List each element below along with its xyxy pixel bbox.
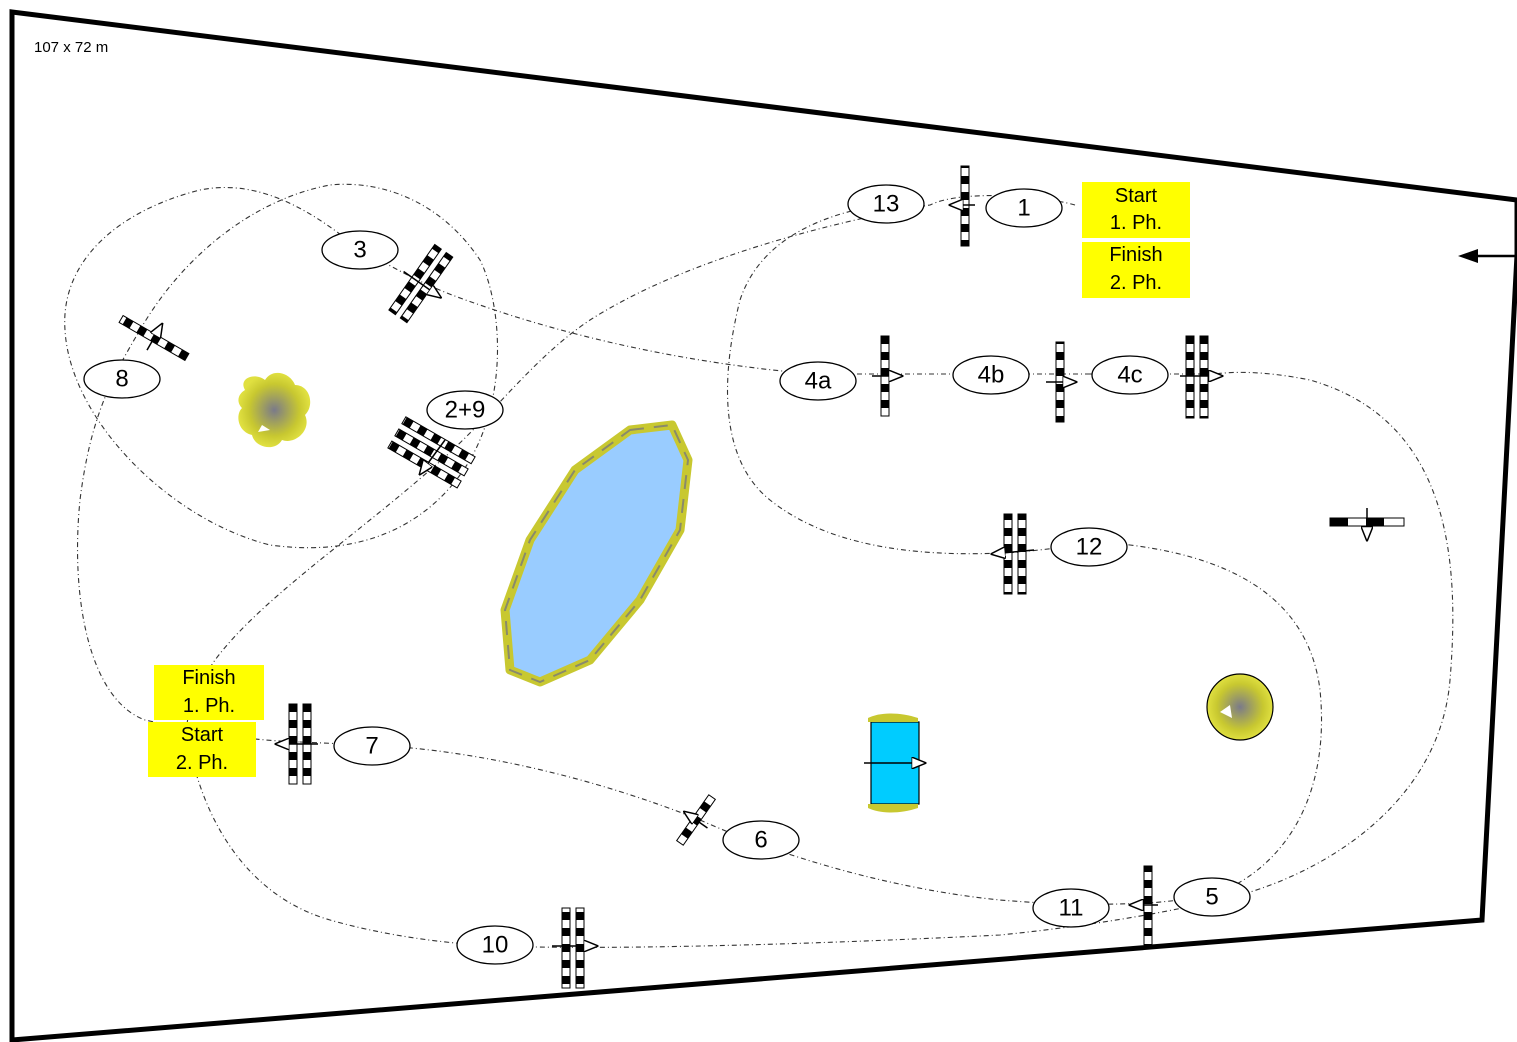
jump-label: 1 <box>1017 195 1030 222</box>
water-pond <box>500 420 693 687</box>
jump-marker-1: 1 <box>985 188 1063 228</box>
fence-5-11 <box>1130 865 1158 947</box>
jump-label: 13 <box>873 191 900 218</box>
jump-label: 8 <box>115 366 128 393</box>
jump-label: 3 <box>353 237 366 264</box>
fence-4a <box>872 335 902 417</box>
jump-label: 7 <box>365 733 378 760</box>
tree-icon <box>238 372 311 448</box>
jump-marker-5: 5 <box>1173 877 1251 917</box>
sign-line: 1. Ph. <box>183 695 235 717</box>
jump-marker-3: 3 <box>321 230 399 270</box>
sign-start-phase2: Start 2. Ph. <box>148 722 256 777</box>
jump-label: 5 <box>1205 884 1218 911</box>
fence-7 <box>276 703 318 785</box>
jump-marker-8: 8 <box>83 359 161 399</box>
jump-label: 10 <box>482 932 509 959</box>
sign-line: 1. Ph. <box>1110 212 1162 234</box>
jump-marker-7: 7 <box>333 726 411 766</box>
sign-finish-phase1: Finish 1. Ph. <box>154 665 264 720</box>
jump-marker-12: 12 <box>1050 527 1128 567</box>
fence-3 <box>388 243 454 324</box>
jump-marker-13: 13 <box>847 184 925 224</box>
jump-marker-4c: 4c <box>1091 355 1169 395</box>
jump-marker-10: 10 <box>456 925 534 965</box>
fence-12 <box>992 513 1035 595</box>
arena-size-label: 107 x 72 m <box>34 39 108 56</box>
jump-marker-4a: 4a <box>779 361 857 401</box>
arena-boundary <box>9 9 1517 1042</box>
sign-line: Start <box>1115 185 1158 207</box>
sign-line: Finish <box>1109 244 1162 266</box>
sign-line: 2. Ph. <box>176 752 228 774</box>
jump-label: 2+9 <box>445 397 486 424</box>
jump-marker-2-9: 2+9 <box>426 390 504 430</box>
fence-4b <box>1046 341 1076 423</box>
jump-label: 12 <box>1076 534 1103 561</box>
jump-label: 11 <box>1059 895 1084 922</box>
jump-label: 4c <box>1117 362 1142 389</box>
jump-marker-6: 6 <box>722 820 800 860</box>
sign-start-phase1: Start 1. Ph. <box>1082 182 1190 238</box>
jump-label: 4a <box>805 368 832 395</box>
fence-4c <box>1180 335 1222 419</box>
water-jump <box>864 713 925 813</box>
sign-finish-phase2: Finish 2. Ph. <box>1082 242 1190 298</box>
arrow-left-icon <box>1458 249 1517 263</box>
fence-10 <box>552 907 597 989</box>
sign-line: 2. Ph. <box>1110 272 1162 294</box>
jump-label: 6 <box>754 827 767 854</box>
fence-1 <box>950 165 975 247</box>
sign-line: Finish <box>182 667 235 689</box>
fence-6 <box>675 794 717 846</box>
fence-2-9-arrow <box>420 439 446 474</box>
jump-marker-4b: 4b <box>952 355 1030 395</box>
jump-marker-11: 11 <box>1032 888 1110 928</box>
jump-label: 4b <box>978 362 1005 389</box>
fence-extra <box>1329 508 1405 540</box>
fence-8 <box>118 314 190 362</box>
tree-icon <box>1206 673 1274 741</box>
sign-line: Start <box>181 724 224 746</box>
